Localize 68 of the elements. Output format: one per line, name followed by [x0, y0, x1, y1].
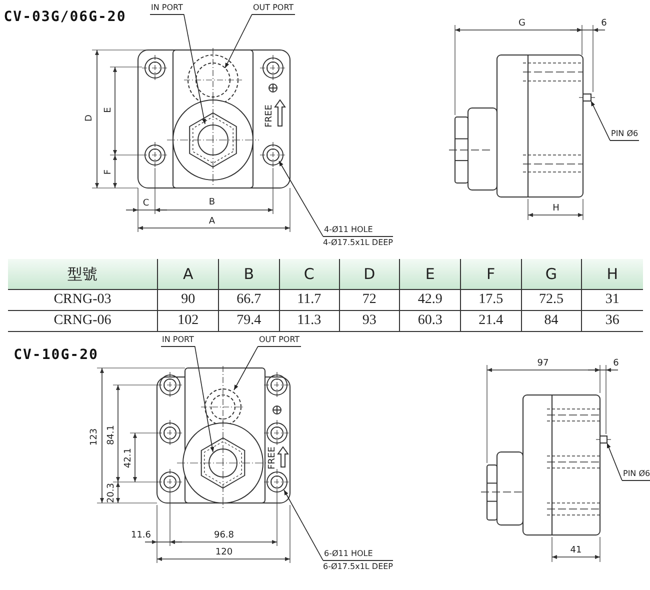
leader-label: OUT PORT: [258, 336, 301, 347]
table-cell: CRNG-03: [8, 290, 158, 310]
table-cell: 72: [339, 290, 400, 310]
leader-label: PIN Ø6: [610, 130, 640, 141]
dimension-label: F: [104, 169, 114, 175]
table-header-cell: G: [521, 259, 582, 290]
leader-label: IN PORT: [150, 4, 184, 15]
hole-note: 4-Ø17.5x1L DEEP: [323, 236, 394, 248]
drawing-title: CV-03G/06G-20: [4, 10, 126, 24]
table-header-cell: 型號: [8, 259, 158, 290]
dimension-label: 84.1: [108, 424, 116, 446]
dimension-label: G: [518, 20, 526, 28]
table-cell: 17.5: [460, 290, 522, 310]
leader-line: [278, 160, 324, 237]
pin-drawing: [600, 436, 608, 444]
dimension-label: B: [208, 198, 216, 208]
flow-direction-label: FREE: [268, 446, 278, 470]
table-cell: 90: [157, 290, 219, 310]
dimension-label: 96.8: [214, 532, 234, 540]
dimension-label: E: [104, 107, 114, 113]
table-header-cell: E: [399, 259, 461, 290]
table-cell: 72.5: [521, 290, 582, 310]
table-cell: 79.4: [218, 310, 279, 332]
leader-line: [234, 346, 258, 390]
dimension-label: 97: [537, 360, 549, 368]
flow-direction-label: FREE: [266, 104, 274, 128]
table-cell: 84: [521, 310, 582, 332]
dimension-label: 123: [90, 428, 100, 446]
table-header-cell: B: [218, 259, 279, 290]
dimension-label: D: [86, 114, 94, 122]
table-header-cell: H: [581, 259, 643, 290]
table-cell: CRNG-06: [8, 310, 158, 332]
table-header-cell: F: [460, 259, 522, 290]
table-cell: 11.7: [279, 290, 340, 310]
leader-line: [590, 100, 610, 141]
leader-label: PIN Ø6: [622, 470, 650, 481]
leader-label: IN PORT: [161, 336, 195, 347]
table-cell: 42.9: [399, 290, 461, 310]
dimension-label: 6: [613, 360, 619, 368]
table-header-cell: C: [279, 259, 340, 290]
hole-note: 6-Ø11 HOLE: [323, 550, 394, 561]
pin-drawing: [582, 94, 592, 102]
dimension-label: 120: [215, 548, 233, 558]
table-header-cell: D: [339, 259, 400, 290]
leader-line: [183, 14, 206, 124]
table-cell: 93: [339, 310, 400, 332]
table-cell: 102: [157, 310, 219, 332]
leader-line: [284, 490, 324, 561]
leader-line: [606, 442, 622, 481]
table-cell: 21.4: [460, 310, 522, 332]
dimension-label: 42.1: [124, 448, 134, 468]
dimension-label: 11.6: [130, 532, 152, 540]
dimension-label: H: [552, 204, 560, 214]
leader-line: [224, 14, 252, 68]
dimension-label: C: [142, 200, 150, 208]
leader-line: [194, 346, 214, 452]
dimension-label: 6: [601, 20, 607, 28]
table-header-cell: A: [157, 259, 219, 290]
drawing-title: CV-10G-20: [14, 348, 98, 362]
dimension-label: 41: [570, 546, 582, 556]
hole-note: 4-Ø11 HOLE: [323, 226, 394, 237]
leader-label: OUT PORT: [252, 4, 295, 15]
table-cell: 11.3: [279, 310, 340, 332]
dimension-label: 20.3: [108, 482, 116, 504]
table-cell: 60.3: [399, 310, 461, 332]
table-cell: 66.7: [218, 290, 279, 310]
hole-note: 6-Ø17.5x1L DEEP: [323, 560, 394, 572]
dimension-label: A: [208, 218, 216, 226]
